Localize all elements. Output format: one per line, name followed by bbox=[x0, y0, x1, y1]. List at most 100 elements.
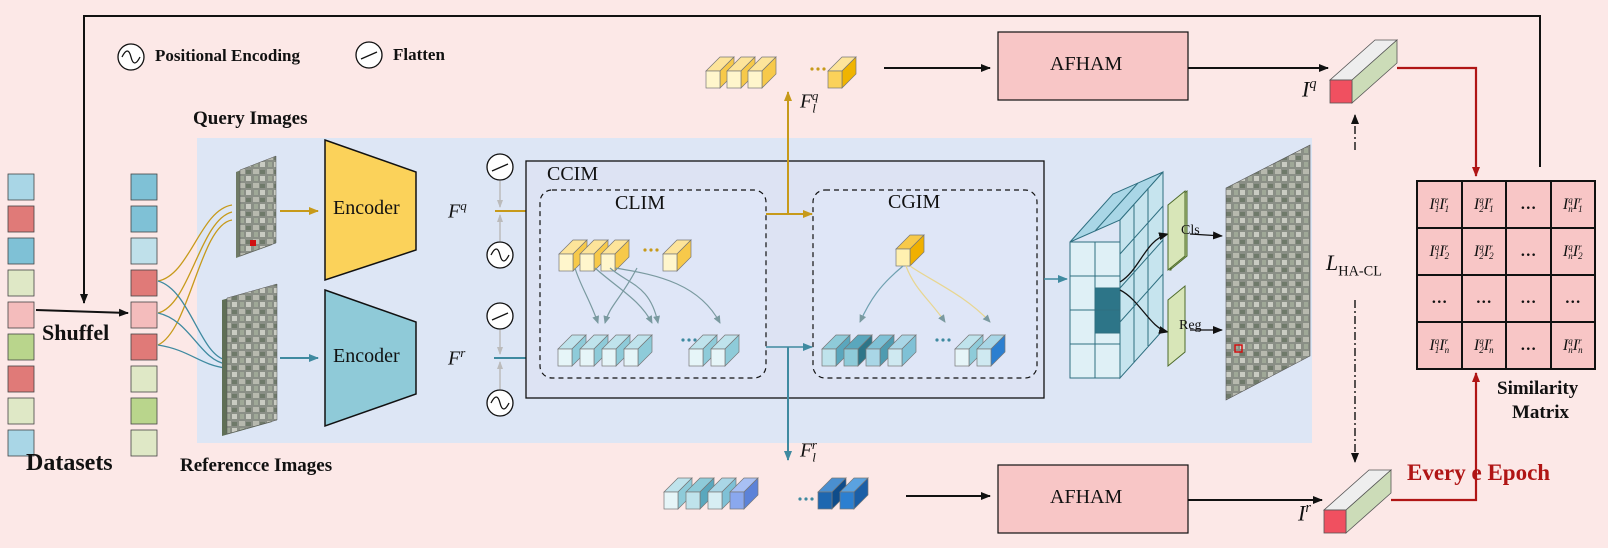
legend-positional-encoding-label: Positional Encoding bbox=[155, 46, 301, 65]
flatten-legend-icon bbox=[355, 41, 383, 69]
dataset-item bbox=[7, 365, 35, 393]
shuffled-item bbox=[130, 269, 158, 297]
similarity-cell: … bbox=[1461, 275, 1506, 322]
ellipsis-dot bbox=[810, 67, 814, 71]
every-epoch-label: Every e Epoch bbox=[1407, 460, 1551, 485]
cgim-fan-arrow bbox=[909, 265, 991, 323]
feature-token bbox=[710, 334, 740, 367]
clim-attention-arrow bbox=[594, 267, 653, 324]
output-satellite-map bbox=[1225, 144, 1311, 401]
shuffled-item bbox=[130, 397, 158, 425]
clim-attention-arrow bbox=[609, 267, 660, 324]
feature-token bbox=[976, 334, 1006, 367]
flatten-icon bbox=[486, 302, 514, 330]
ellipsis-dot bbox=[935, 338, 939, 342]
positional-encoding-legend-icon bbox=[117, 43, 145, 71]
feature-token bbox=[839, 477, 869, 510]
shuffled-item bbox=[130, 301, 158, 329]
ellipsis-dot bbox=[649, 248, 653, 252]
query-image-stack bbox=[236, 155, 277, 258]
dataset-item bbox=[7, 301, 35, 329]
ellipsis-dot bbox=[643, 248, 647, 252]
feature-token bbox=[705, 56, 735, 89]
cgim-label: CGIM bbox=[888, 191, 941, 213]
feature-token bbox=[688, 334, 718, 367]
shuffle-label: Shuffel bbox=[42, 320, 110, 345]
query-encoder bbox=[324, 138, 417, 282]
ellipsis-dot bbox=[681, 338, 685, 342]
feature-token bbox=[685, 477, 715, 510]
shuffled-item bbox=[130, 173, 158, 201]
ccim-label: CCIM bbox=[547, 163, 599, 185]
cgim-fan-arrow bbox=[859, 265, 904, 323]
flq-label: Flq bbox=[800, 88, 819, 116]
feature-token bbox=[817, 477, 847, 510]
similarity-matrix-label-2: Matrix bbox=[1512, 402, 1569, 423]
shuffled-item bbox=[130, 365, 158, 393]
ellipsis-dot bbox=[693, 338, 697, 342]
dataset-item bbox=[7, 333, 35, 361]
similarity-cell: … bbox=[1506, 275, 1551, 322]
reg-head bbox=[1167, 284, 1186, 368]
feature-token bbox=[954, 334, 984, 367]
dataset-item bbox=[7, 173, 35, 201]
feature-token bbox=[662, 239, 692, 272]
ellipsis-dot bbox=[798, 497, 802, 501]
loss-label: LHA-CL bbox=[1326, 250, 1382, 280]
cls-to-map-arrow bbox=[1189, 231, 1223, 240]
dataset-item bbox=[7, 205, 35, 233]
similarity-matrix-label-1: Similarity bbox=[1497, 378, 1579, 399]
similarity-cell: … bbox=[1506, 322, 1551, 369]
ellipsis-dot bbox=[816, 67, 820, 71]
feature-token bbox=[827, 56, 857, 89]
ir-label: Ir bbox=[1298, 500, 1311, 526]
reference-encoder-label: Encoder bbox=[333, 345, 400, 367]
feature-grid bbox=[1069, 170, 1164, 380]
feature-token bbox=[865, 334, 895, 367]
dataset-item bbox=[7, 237, 35, 265]
flr-label: Flr bbox=[800, 437, 817, 465]
dataset-item bbox=[7, 397, 35, 425]
ir-embedding bbox=[1322, 469, 1393, 534]
feedback-loop-arrow bbox=[80, 15, 1541, 304]
feature-token bbox=[821, 334, 851, 367]
ellipsis-dot bbox=[804, 497, 808, 501]
shuffled-item bbox=[130, 237, 158, 265]
afham-query-label: AFHAM bbox=[1050, 53, 1123, 75]
dataset-item bbox=[7, 429, 35, 457]
cgim-fan-arrow bbox=[905, 265, 946, 323]
feature-token bbox=[887, 334, 917, 367]
grid-to-cls-arrow bbox=[1119, 232, 1169, 283]
feature-token bbox=[579, 334, 609, 367]
query-encoder-label: Encoder bbox=[333, 197, 400, 219]
ellipsis-dot bbox=[941, 338, 945, 342]
iq-label: Iq bbox=[1302, 76, 1317, 102]
iq-embedding bbox=[1328, 39, 1399, 104]
ellipsis-dot bbox=[655, 248, 659, 252]
feature-token bbox=[623, 334, 653, 367]
similarity-cell: … bbox=[1506, 181, 1551, 228]
shuffled-column bbox=[130, 173, 158, 457]
fq-label: Fq bbox=[448, 198, 467, 223]
reference-images-label: Referencce Images bbox=[180, 455, 333, 476]
shuffle-arrow bbox=[35, 308, 129, 317]
ellipsis-dot bbox=[822, 67, 826, 71]
query-images-label: Query Images bbox=[193, 108, 308, 129]
grid-to-reg-arrow bbox=[1119, 289, 1169, 334]
similarity-cell: … bbox=[1417, 275, 1462, 322]
ellipsis-dot bbox=[810, 497, 814, 501]
flatten-icon bbox=[486, 153, 514, 181]
shuffled-item bbox=[130, 205, 158, 233]
sample-curves bbox=[157, 204, 233, 369]
feature-token bbox=[747, 56, 777, 89]
similarity-cell: … bbox=[1506, 228, 1551, 275]
cls-head bbox=[1167, 189, 1188, 272]
iq-to-matrix-arrow bbox=[1397, 66, 1480, 177]
ir-to-matrix-arrow bbox=[1391, 372, 1480, 502]
datasets-label: Datasets bbox=[26, 450, 113, 476]
